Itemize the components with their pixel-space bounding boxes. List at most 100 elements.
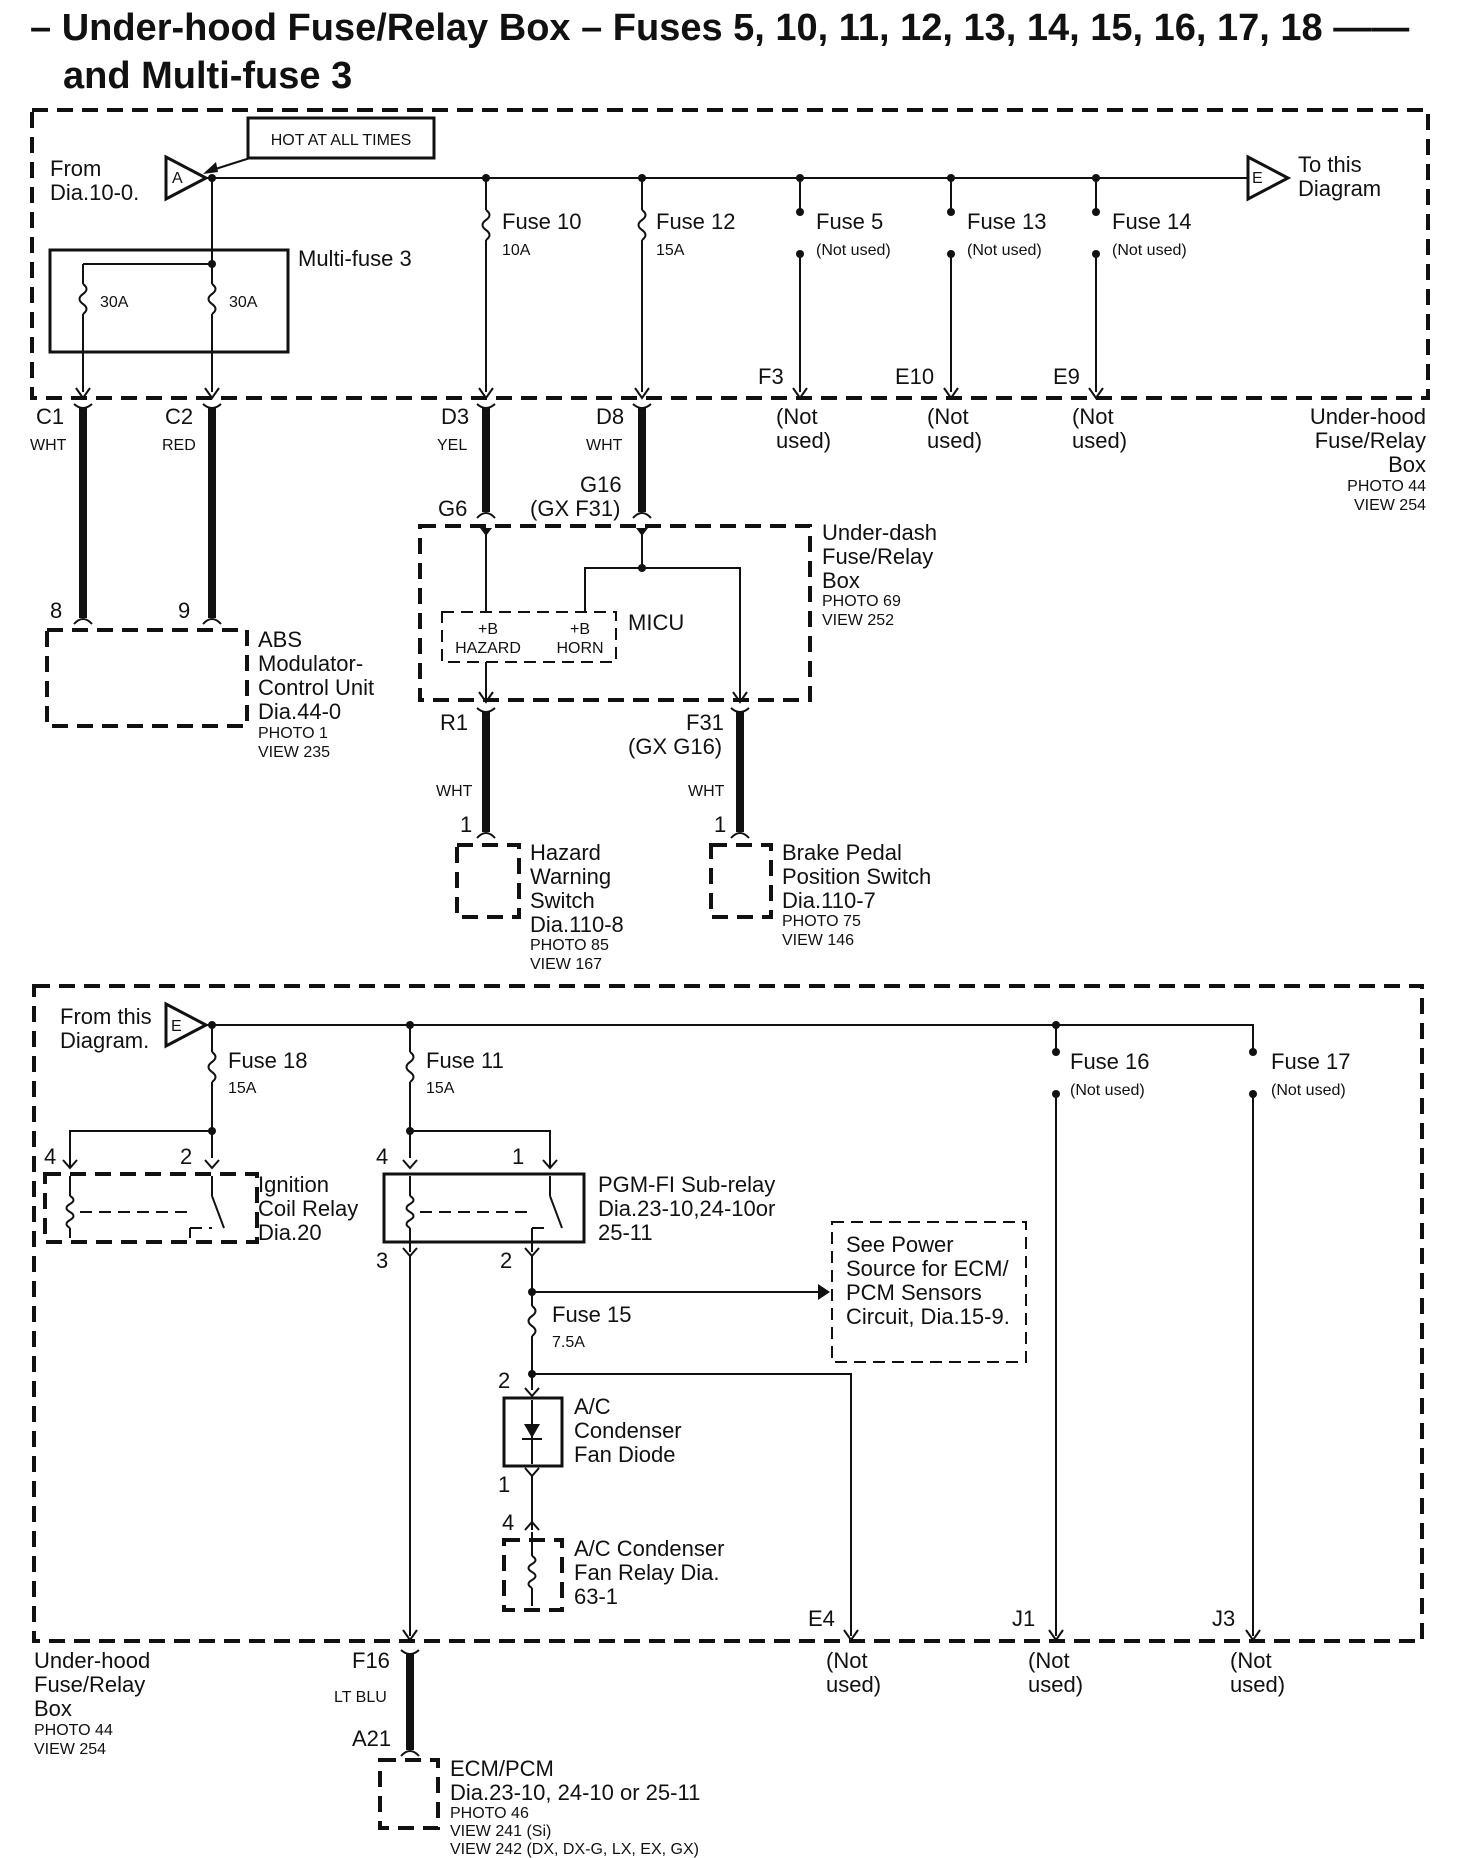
from-label-line1: From xyxy=(50,156,101,181)
connector-cap-icon xyxy=(476,403,496,409)
terminal-arrow-icon xyxy=(1088,387,1104,400)
connector-cap-icon xyxy=(632,512,652,519)
terminal-f16-color: LT BLU xyxy=(334,1689,387,1706)
fuse-12-name: Fuse 12 xyxy=(656,209,736,234)
pgm-relay-line2: Dia.23-10,24-10or xyxy=(598,1196,775,1221)
terminal-d3-label: D3 xyxy=(441,404,469,429)
ecm-pcm-box xyxy=(378,1758,440,1830)
arrow-icon xyxy=(818,1284,830,1300)
underhood-label-line3: Box xyxy=(1388,452,1426,477)
fuse-11-rating: 15A xyxy=(426,1080,455,1097)
to-label-line1: To this xyxy=(1298,152,1362,177)
fuse-10-name: Fuse 10 xyxy=(502,209,582,234)
relay-coil-icon xyxy=(65,1195,75,1229)
fuse-13-rating: (Not used) xyxy=(967,242,1042,259)
connector-cap-icon xyxy=(202,618,222,625)
fan-relay-line1: A/C Condenser xyxy=(574,1536,724,1561)
terminal-arrow-icon xyxy=(402,1629,418,1642)
terminal-arrow-icon xyxy=(943,387,959,400)
ignition-relay-pin-4: 4 xyxy=(44,1144,56,1169)
connector-cap-icon xyxy=(730,707,750,713)
underhood-bottom-line2: Fuse/Relay xyxy=(34,1672,145,1697)
see-power-source-box xyxy=(831,1221,1027,1363)
terminal-d8-color: WHT xyxy=(586,437,623,454)
underdash-in-g16: G16 xyxy=(580,472,622,497)
fuse-18-name: Fuse 18 xyxy=(228,1048,308,1073)
terminal-f16-label: F16 xyxy=(352,1648,390,1673)
hazard-label-line3: Switch xyxy=(530,888,595,913)
not-used-j3-line1: (Not xyxy=(1230,1648,1272,1673)
connector-cap-icon xyxy=(476,832,496,839)
not-used-j3-line2: used) xyxy=(1230,1672,1285,1697)
diode-icon xyxy=(524,1424,540,1438)
fuse-5-name: Fuse 5 xyxy=(816,209,883,234)
see-power-line3: PCM Sensors xyxy=(846,1280,982,1305)
pgm-relay-feed xyxy=(410,1130,551,1168)
multifuse-right-rating: 30A xyxy=(229,294,258,311)
terminal-c1-label: C1 xyxy=(36,404,64,429)
fuse-11-name: Fuse 11 xyxy=(426,1048,504,1073)
terminal-arrow-icon xyxy=(524,1467,540,1478)
connector-cap-icon xyxy=(73,618,93,625)
diode-label-line1: A/C xyxy=(574,1394,611,1419)
ignition-relay-coil-feed xyxy=(69,1130,212,1168)
underdash-out-gx-g16: (GX G16) xyxy=(628,734,722,759)
underhood-bottom-line3: Box xyxy=(34,1696,72,1721)
hazard-view: VIEW 167 xyxy=(530,956,602,973)
fan-relay-pin-4: 4 xyxy=(502,1510,514,1535)
terminal-c1-color: WHT xyxy=(30,437,67,454)
underhood-label-line1: Under-hood xyxy=(1310,404,1426,429)
junction-dot xyxy=(208,174,216,182)
hazard-label-line1: Hazard xyxy=(530,840,601,865)
brake-label-line2: Position Switch xyxy=(782,864,931,889)
underdash-photo: PHOTO 69 xyxy=(822,593,901,610)
open-fuse-contact xyxy=(796,208,804,216)
underdash-label-line2: Fuse/Relay xyxy=(822,544,933,569)
fan-relay-line2: Fan Relay Dia. xyxy=(574,1560,720,1585)
from-this-line2: Diagram. xyxy=(60,1028,149,1053)
ecm-view-2: VIEW 242 (DX, DX-G, LX, EX, GX) xyxy=(450,1841,699,1858)
fuse-16-rating: (Not used) xyxy=(1070,1082,1145,1099)
bottom-power-bus xyxy=(206,1024,1254,1050)
terminal-arrow-icon xyxy=(542,1159,558,1170)
connector-cap-icon xyxy=(202,403,222,409)
not-used-e4-line1: (Not xyxy=(826,1648,868,1673)
brake-label-line1: Brake Pedal xyxy=(782,840,902,865)
underdash-in-g6: G6 xyxy=(438,496,467,521)
open-fuse-contact xyxy=(1052,1048,1060,1056)
not-used-e10-line2: used) xyxy=(927,428,982,453)
underhood-bottom-view: VIEW 254 xyxy=(34,1741,106,1758)
brake-view: VIEW 146 xyxy=(782,932,854,949)
connector-cap-icon xyxy=(400,1750,420,1757)
multifuse-left-rating: 30A xyxy=(100,294,129,311)
terminal-arrow-icon xyxy=(524,1520,540,1531)
terminal-arrow-icon xyxy=(843,1629,859,1642)
terminal-arrow-icon xyxy=(792,387,808,400)
open-fuse-contact xyxy=(947,208,955,216)
fuse-symbol-icon xyxy=(78,283,88,315)
ignition-relay-line3: Dia.20 xyxy=(258,1220,322,1245)
underdash-label-line3: Box xyxy=(822,568,860,593)
micu-label: MICU xyxy=(628,610,684,635)
abs-label-line1: ABS xyxy=(258,627,302,652)
bottom-underhood-box-outline xyxy=(32,984,1424,1643)
fuse-symbol-icon xyxy=(637,209,647,241)
ecm-label-line1: ECM/PCM xyxy=(450,1756,554,1781)
ignition-coil-relay-box xyxy=(43,1172,259,1244)
r1-wire-color: WHT xyxy=(436,783,473,800)
fuse-10-rating: 10A xyxy=(502,242,531,259)
terminal-arrow-icon xyxy=(478,387,494,400)
terminal-d3-color: YEL xyxy=(437,437,467,454)
abs-pin-8: 8 xyxy=(50,598,62,623)
terminal-e4-label: E4 xyxy=(808,1606,835,1631)
f31-wire-color: WHT xyxy=(688,783,725,800)
underhood-view: VIEW 254 xyxy=(1354,497,1426,514)
ignition-relay-line2: Coil Relay xyxy=(258,1196,358,1221)
abs-label-line3: Control Unit xyxy=(258,675,374,700)
not-used-e9-line1: (Not xyxy=(1072,404,1114,429)
hot-at-all-times-label: HOT AT ALL TIMES xyxy=(271,132,412,149)
connector-e-letter: E xyxy=(1252,170,1263,187)
connector-cap-icon xyxy=(730,832,750,839)
underdash-in-gx-f31: (GX F31) xyxy=(530,496,620,521)
